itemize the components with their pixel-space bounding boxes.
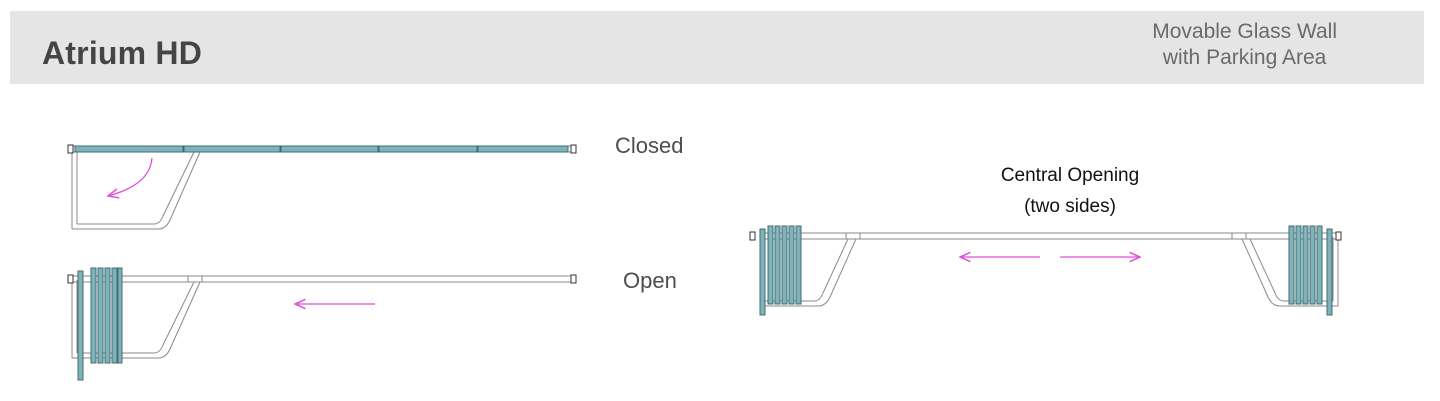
central-right-glass-stack [1288, 225, 1333, 316]
closed-diagram [67, 144, 577, 230]
header-band [10, 11, 1424, 84]
open-diagram [67, 267, 577, 381]
open-label: Open [623, 268, 677, 293]
central-opening-label: Central Opening (two sides) [960, 160, 1180, 222]
page-subtitle: Movable Glass Wall with Parking Area [1152, 19, 1337, 71]
closed-end-caps [67, 144, 577, 154]
closed-track [71, 145, 576, 230]
closed-glass-panels [74, 145, 569, 153]
central-opening-subtitle: (two sides) [1024, 196, 1116, 217]
central-opening-title: Central Opening [1000, 165, 1140, 186]
open-end-caps [67, 274, 577, 284]
closed-label: Closed [615, 133, 684, 158]
central-left-glass-stack [759, 225, 802, 316]
open-glass-stack [77, 267, 123, 381]
open-track [71, 275, 576, 359]
page-title: Atrium HD [42, 35, 203, 71]
subtitle-line-2: with Parking Area [1162, 46, 1327, 69]
subtitle-line-1: Movable Glass Wall [1152, 20, 1337, 43]
central-opening-diagram [749, 225, 1342, 316]
swing-arrow [108, 157, 153, 196]
central-end-caps [749, 231, 1342, 241]
central-track [759, 232, 1339, 307]
